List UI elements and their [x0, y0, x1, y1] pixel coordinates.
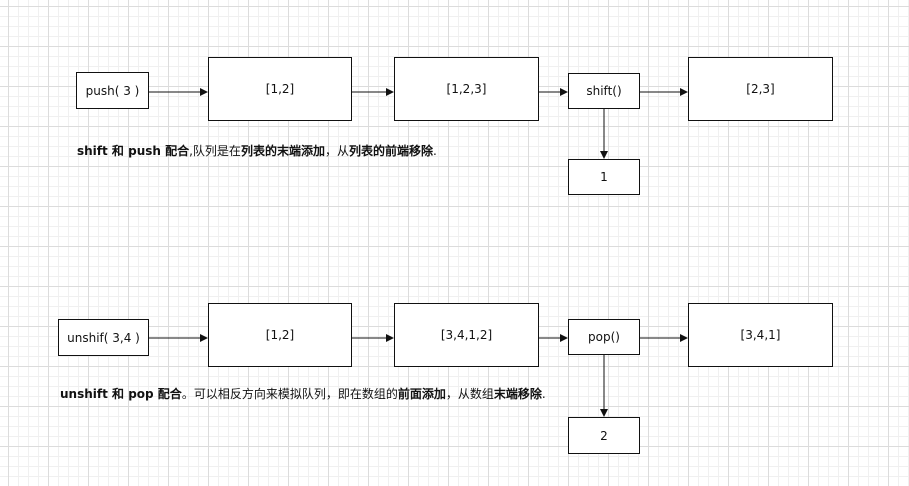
caption-shift-push-text-3: .: [432, 144, 437, 158]
array-node-1-2-second[interactable]: [1,2]: [208, 303, 352, 367]
array-node-3-4-1-2[interactable]: [3,4,1,2]: [394, 303, 539, 367]
push-node[interactable]: push( 3 ): [76, 72, 149, 109]
caption-shift-push: shift 和 push 配合,队列是在列表的末端添加，从列表的前端移除.: [77, 142, 437, 159]
pop-output-node[interactable]: 2: [568, 417, 640, 454]
pop-node[interactable]: pop(): [568, 319, 640, 355]
caption-unshift-pop-bold-2: 前面添加: [397, 387, 446, 401]
caption-unshift-pop-bold-3: 末端移除: [493, 387, 542, 401]
caption-unshift-pop-bold-1: unshift 和 pop 配合: [60, 387, 182, 401]
caption-unshift-pop-text-3: .: [541, 387, 546, 401]
caption-shift-push-text-2: ，从: [324, 144, 349, 158]
caption-unshift-pop-text-1: 。可以相反方向来模拟队列，即在数组的: [181, 387, 398, 401]
caption-shift-push-bold-2: 列表的末端添加: [240, 144, 325, 158]
caption-shift-push-bold-1: shift 和 push 配合: [77, 144, 190, 158]
shift-node[interactable]: shift(): [568, 73, 640, 109]
array-node-2-3[interactable]: [2,3]: [688, 57, 833, 121]
unshift-node[interactable]: unshif( 3,4 ): [58, 319, 149, 356]
shift-output-node[interactable]: 1: [568, 159, 640, 195]
caption-unshift-pop-text-2: ，从数组: [445, 387, 494, 401]
array-node-1-2-3[interactable]: [1,2,3]: [394, 57, 539, 121]
caption-shift-push-bold-3: 列表的前端移除: [348, 144, 433, 158]
array-node-1-2[interactable]: [1,2]: [208, 57, 352, 121]
array-node-3-4-1[interactable]: [3,4,1]: [688, 303, 833, 367]
caption-unshift-pop: unshift 和 pop 配合。可以相反方向来模拟队列，即在数组的前面添加，从…: [60, 385, 546, 402]
caption-shift-push-text-1: ,队列是在: [189, 144, 241, 158]
